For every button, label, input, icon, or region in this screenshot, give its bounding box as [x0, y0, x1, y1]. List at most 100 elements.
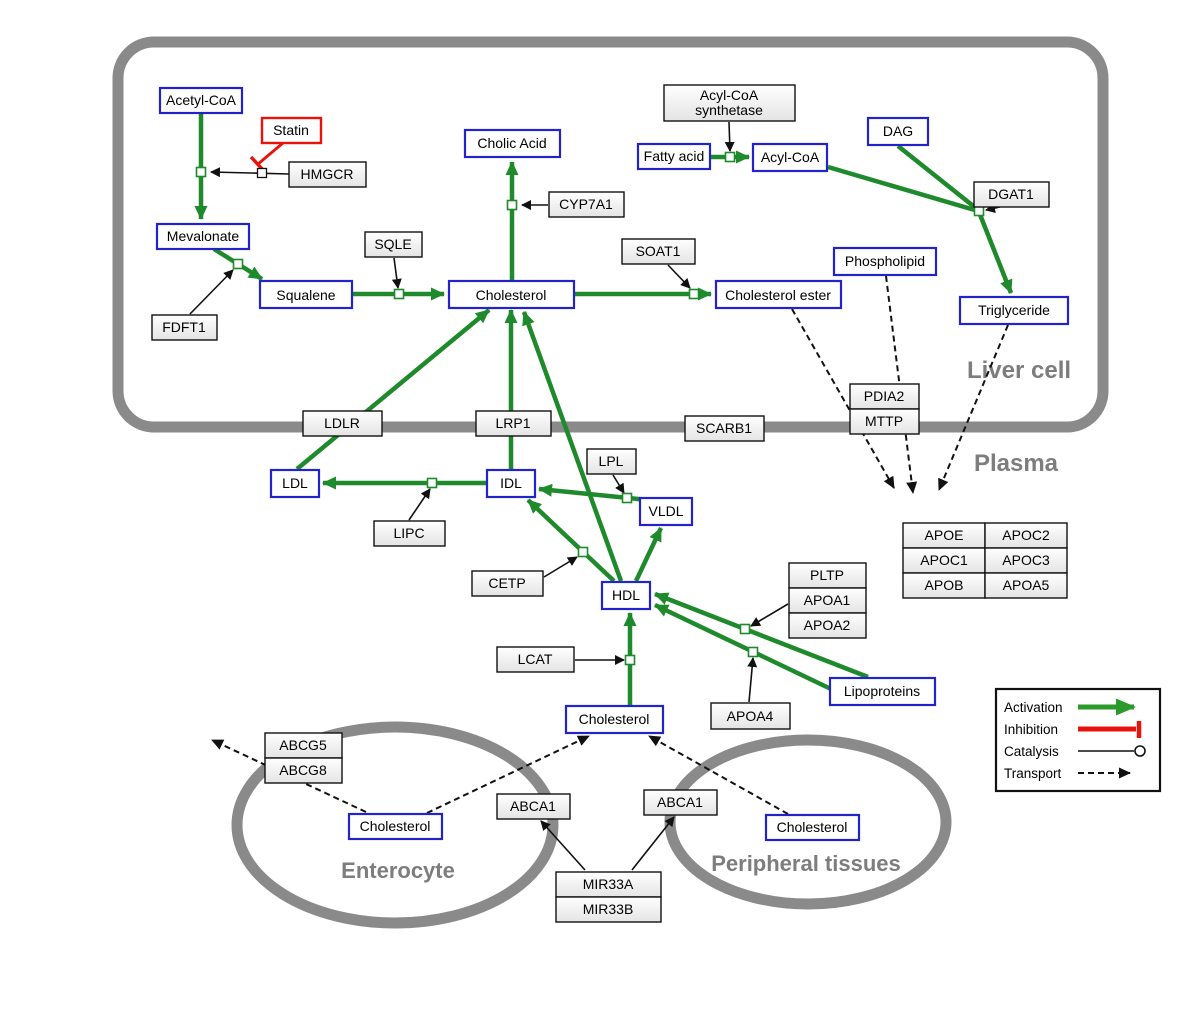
mir33b-label: MIR33B: [583, 901, 634, 917]
node-apoc3[interactable]: APOC3: [984, 547, 1068, 574]
node-abca1-peripheral[interactable]: ABCA1: [643, 789, 718, 816]
node-lipoproteins[interactable]: Lipoproteins: [828, 676, 937, 707]
enterocyte-membrane: [231, 721, 559, 929]
node-idl[interactable]: IDL: [485, 468, 537, 499]
node-cholesterol-enterocyte[interactable]: Cholesterol: [347, 812, 444, 841]
node-cholesterol-liver[interactable]: Cholesterol: [447, 279, 576, 310]
reaction-node: [577, 546, 589, 558]
node-mevalonate[interactable]: Mevalonate: [155, 222, 251, 251]
node-cholesterol-peripheral[interactable]: Cholesterol: [764, 813, 861, 842]
node-vldl[interactable]: VLDL: [638, 496, 694, 527]
dgat1-label: DGAT1: [988, 186, 1034, 202]
cholesterol-liver-label: Cholesterol: [476, 287, 547, 303]
legend-catalysis-circle: [1134, 745, 1146, 757]
cholic-acid-label: Cholic Acid: [477, 135, 546, 151]
mttp-label: MTTP: [865, 413, 903, 429]
ldlr-label: LDLR: [324, 415, 360, 431]
apoc1-box: [902, 547, 986, 574]
node-apoa2[interactable]: APOA2: [788, 612, 867, 639]
node-dag[interactable]: DAG: [866, 116, 930, 147]
node-abcg5[interactable]: ABCG5: [264, 732, 343, 759]
apoe-label: APOE: [925, 527, 964, 543]
node-apob[interactable]: APOB: [902, 572, 986, 599]
inhibition-statin-hmgcr: [257, 141, 284, 166]
cholesterol-ester-label: Cholesterol ester: [725, 287, 831, 303]
apoa2-box: [788, 612, 867, 639]
node-cholic-acid[interactable]: Cholic Acid: [463, 128, 562, 159]
node-scarb1[interactable]: SCARB1: [684, 415, 765, 442]
node-hdl[interactable]: HDL: [600, 580, 652, 611]
statin-box: [260, 116, 323, 145]
sqle-box: [364, 231, 423, 258]
node-acyl-coa[interactable]: Acyl-CoA: [751, 142, 829, 173]
node-cetp[interactable]: CETP: [471, 570, 544, 597]
liver-cell-label: Liver cell: [967, 357, 1071, 384]
abca1-peripheral-label: ABCA1: [657, 794, 703, 810]
node-cyp7a1[interactable]: CYP7A1: [548, 191, 625, 218]
node-lrp1[interactable]: LRP1: [475, 410, 552, 437]
ldlr-box: [302, 410, 383, 437]
node-fdft1[interactable]: FDFT1: [151, 314, 218, 341]
node-phospholipid[interactable]: Phospholipid: [832, 246, 938, 277]
node-mir33a[interactable]: MIR33A: [555, 871, 662, 898]
node-apoc1[interactable]: APOC1: [902, 547, 986, 574]
node-cholesterol-ester[interactable]: Cholesterol ester: [714, 279, 843, 310]
ldl-box: [269, 468, 321, 499]
abcg5-label: ABCG5: [279, 737, 327, 753]
acyl-coa-box: [751, 142, 829, 173]
node-abca1-enterocyte[interactable]: ABCA1: [496, 793, 571, 820]
node-abcg8[interactable]: ABCG8: [264, 757, 343, 784]
node-apoe[interactable]: APOE: [902, 522, 986, 549]
dag-box: [866, 116, 930, 147]
node-lipc[interactable]: LIPC: [373, 520, 446, 547]
node-sqle[interactable]: SQLE: [364, 231, 423, 258]
hmgcr-label: HMGCR: [301, 166, 354, 182]
sqle-label: SQLE: [374, 236, 411, 252]
node-mir33b[interactable]: MIR33B: [555, 896, 662, 923]
node-cholesterol-plasma[interactable]: Cholesterol: [564, 704, 665, 735]
reaction-node: [747, 646, 759, 658]
ldl-label: LDL: [282, 475, 308, 491]
apoa5-label: APOA5: [1003, 577, 1050, 593]
lipoproteins-box: [828, 676, 937, 707]
node-lcat[interactable]: LCAT: [496, 646, 575, 673]
node-apoa5[interactable]: APOA5: [984, 572, 1068, 599]
reaction-node: [621, 492, 633, 504]
scarb1-label: SCARB1: [696, 420, 752, 436]
acetyl-coa-box: [158, 86, 244, 115]
lrp1-box: [475, 410, 552, 437]
node-pdia2[interactable]: PDIA2: [849, 383, 920, 410]
catalysis-sqle: [391, 257, 402, 289]
scarb1-box: [684, 415, 765, 442]
legend-catalysis-label: Catalysis: [1004, 744, 1059, 759]
node-dgat1[interactable]: DGAT1: [973, 181, 1050, 208]
apob-label: APOB: [925, 577, 964, 593]
node-ldl[interactable]: LDL: [269, 468, 321, 499]
node-apoa1[interactable]: APOA1: [788, 587, 867, 614]
node-apoc2[interactable]: APOC2: [984, 522, 1068, 549]
acyl-coa-label: Acyl-CoA: [761, 149, 820, 165]
node-triglyceride[interactable]: Triglyceride: [958, 295, 1070, 326]
apoa2-label: APOA2: [804, 617, 851, 633]
node-statin[interactable]: Statin: [260, 116, 323, 145]
regulation-mir33-abca1-enterocyte: [540, 820, 586, 871]
node-soat1[interactable]: SOAT1: [621, 238, 696, 265]
acyl-coa-synthetase-box: [663, 84, 796, 122]
reaction-node: [724, 151, 736, 163]
node-hmgcr[interactable]: HMGCR: [288, 161, 367, 188]
cholesterol-enterocyte-box: [347, 812, 444, 841]
node-apoa4[interactable]: APOA4: [710, 702, 791, 730]
node-pltp[interactable]: PLTP: [788, 562, 867, 589]
edge-junction-triglyceride: [976, 211, 1014, 294]
node-mttp[interactable]: MTTP: [849, 408, 920, 435]
reaction-node: [232, 258, 244, 270]
node-fatty-acid[interactable]: Fatty acid: [636, 142, 712, 171]
node-squalene[interactable]: Squalene: [258, 279, 354, 310]
node-ldlr[interactable]: LDLR: [302, 410, 383, 437]
abca1-peripheral-box: [643, 789, 718, 816]
node-acetyl-coa[interactable]: Acetyl-CoA: [158, 86, 244, 115]
node-lpl[interactable]: LPL: [586, 448, 637, 475]
apoa5-box: [984, 572, 1068, 599]
